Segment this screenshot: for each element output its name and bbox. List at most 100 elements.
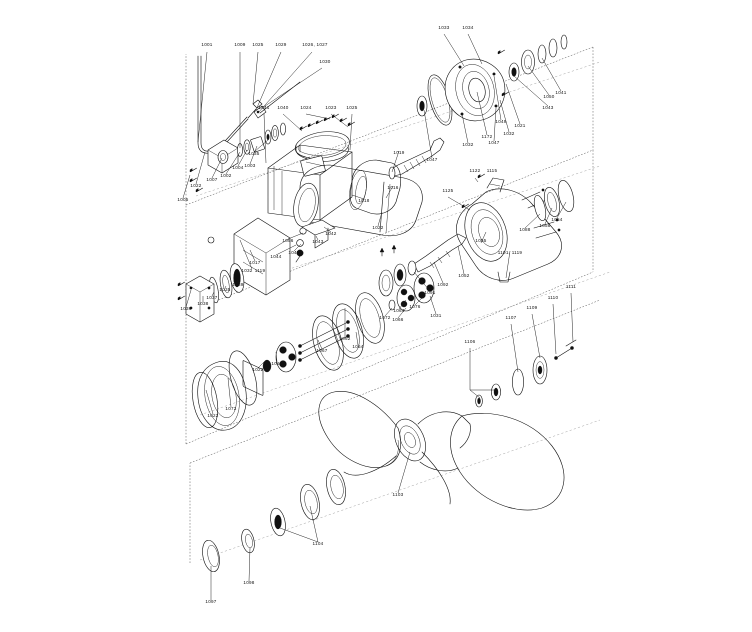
callout-label: 1104 — [312, 541, 324, 546]
part-oring-lower-left — [228, 350, 258, 406]
part-gear-rings — [312, 292, 385, 371]
callout-label: 1125 — [442, 188, 454, 193]
callout-label: 1043 — [542, 105, 554, 110]
callout-label: 1031 — [430, 313, 442, 318]
part-coupler-shaft — [388, 137, 445, 180]
callout-label: 1040 — [277, 105, 289, 110]
callout-label: 1043 — [312, 239, 324, 244]
section-divider-lower — [185, 271, 594, 445]
part-mount-flange-left — [177, 275, 215, 323]
callout-label: 1029 — [275, 42, 287, 47]
part-brush-holder — [207, 139, 239, 174]
callout-label: 1036 — [180, 306, 192, 311]
callout-label: 1038 — [197, 301, 209, 306]
axis-upper — [195, 61, 601, 197]
callout-label: 1076 — [409, 304, 421, 309]
callout-label: 1026, 1027 — [302, 42, 328, 47]
callout-label: 1032 — [241, 268, 253, 273]
part-gear-pins — [298, 320, 350, 362]
callout-label: 1024 — [300, 105, 312, 110]
callout-label: 1092 — [437, 282, 449, 287]
callout-label: 1066 — [392, 317, 404, 322]
part-planet-gears-lower — [262, 341, 297, 373]
part-planet-carrier — [388, 272, 435, 312]
part-bracket-tab — [301, 219, 336, 249]
callout-label: 1033 — [438, 25, 450, 30]
section-divider-bottom — [189, 299, 601, 563]
callout-label: 1058 — [539, 223, 551, 228]
callout-label: 1052 — [458, 273, 470, 278]
callout-label: 1072 — [379, 315, 391, 320]
callout-label: 1009 — [234, 42, 246, 47]
callout-label: 1007 — [206, 177, 218, 182]
part-bearing-left-of-carrier — [416, 95, 428, 117]
callout-label: 1097 — [205, 599, 217, 604]
callout-label: 1055 — [475, 238, 487, 243]
callout-label: 1047 — [426, 157, 438, 162]
callout-label: 1047 — [488, 140, 500, 145]
callout-label: 1050 — [543, 94, 555, 99]
callout-label: 1103 — [392, 492, 404, 497]
callout-label: 1034 — [462, 25, 474, 30]
callout-label: 1088 — [519, 227, 531, 232]
callout-label: 1110 — [547, 295, 559, 300]
part-upper-barrel — [349, 159, 402, 215]
part-washer-stack-upper — [237, 122, 286, 157]
part-small-cotters — [379, 244, 397, 257]
part-small-fittings — [207, 227, 307, 263]
callout-label: 1072 — [225, 406, 237, 411]
callout-label: 1101, 1119 — [497, 250, 523, 255]
callout-label: 1019 — [393, 150, 405, 155]
callout-label: 1107 — [505, 315, 517, 320]
callout-label: 1041 — [555, 90, 567, 95]
part-housing-rings-right — [533, 180, 575, 221]
callout-label: 1035 — [219, 287, 231, 292]
leader-lines — [182, 33, 574, 600]
callout-label: 1109 — [526, 305, 538, 310]
part-bottom-seal-stack — [202, 468, 346, 573]
part-bearing-carrier-lower-left — [191, 361, 247, 431]
callout-label: 1022 — [372, 225, 384, 230]
callout-label: 1062 — [339, 336, 351, 341]
callout-label: 1041 — [258, 105, 270, 110]
callout-label: 1119 — [254, 268, 266, 273]
callout-label: 1001 — [201, 42, 213, 47]
callout-label: 1122 — [469, 168, 481, 173]
callout-label: 1030 — [319, 59, 331, 64]
callout-label: 1056 — [282, 238, 294, 243]
axis-lower — [199, 271, 611, 416]
callout-label: 1002 — [220, 173, 232, 178]
callout-label: 1054 — [551, 217, 563, 222]
callout-label: 1025 — [346, 105, 358, 110]
part-bearing-stack-upper-right — [508, 34, 568, 82]
part-motor-barrel — [293, 164, 423, 237]
callout-label: 1005 — [177, 197, 189, 202]
callout-label: 1064 — [352, 344, 364, 349]
part-screw-row — [299, 113, 355, 131]
callout-label: 1060 — [271, 361, 283, 366]
callout-label: 1032 — [503, 131, 515, 136]
part-input-shaft — [378, 233, 467, 297]
part-gasket-plate — [294, 131, 350, 162]
callout-label: 1037 — [206, 295, 218, 300]
callout-label: 1115 — [486, 168, 498, 173]
callout-label: 1098 — [243, 580, 255, 585]
callout-label: 1022 — [252, 367, 264, 372]
part-propeller — [318, 391, 565, 511]
part-bearing-carrier — [444, 49, 509, 122]
callout-label: 1172 — [481, 134, 493, 139]
callout-label: 1022 — [190, 183, 202, 188]
callout-label: 1039 — [232, 282, 244, 287]
callout-label: 1004 — [232, 165, 244, 170]
part-motor-front-bracket — [233, 217, 291, 396]
callout-label: 1049 — [495, 119, 507, 124]
callout-label: 1022 — [207, 413, 219, 418]
callout-label: 1017 — [249, 260, 261, 265]
callout-label: 1003 — [244, 163, 256, 168]
callout-label: 1111 — [565, 284, 577, 289]
callout-label: 1016 — [387, 185, 399, 190]
callout-label: 1025 — [252, 42, 264, 47]
callout-label: 1091 — [424, 290, 436, 295]
